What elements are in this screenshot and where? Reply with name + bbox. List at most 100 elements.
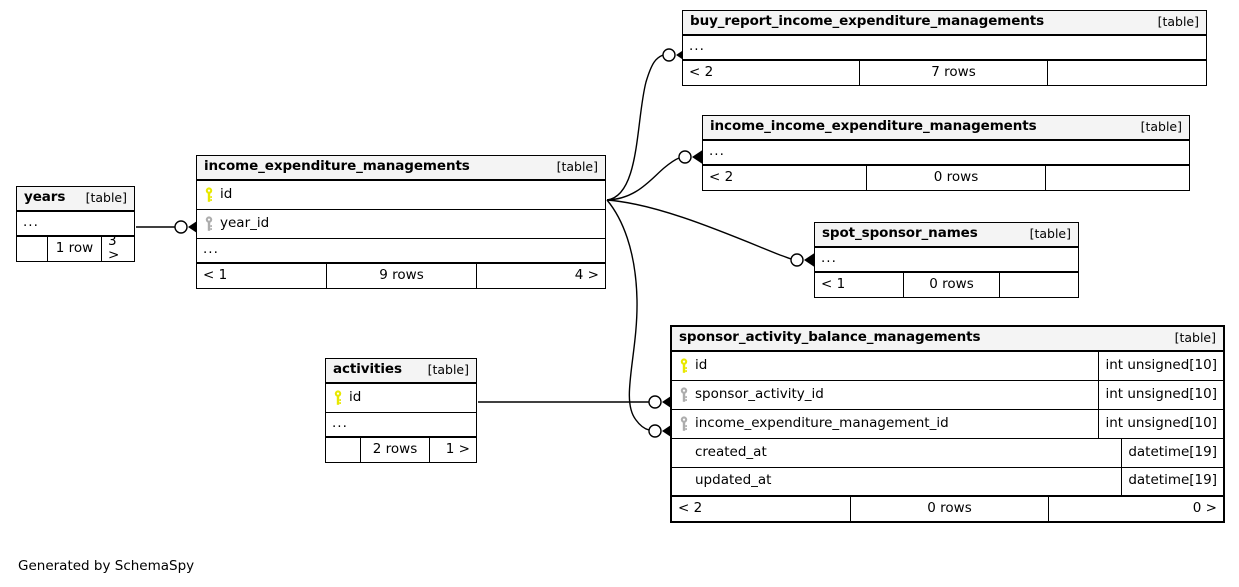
table-footer-buy_report_income_expenditure_managements: < 2 7 rows [683,60,1206,85]
footer-row-count: 9 rows [326,263,476,288]
footer-parents-count[interactable]: < 2 [678,499,703,516]
table-row[interactable]: sponsor_activity_id int unsigned[10] [672,380,1223,410]
table-node-buy_report_income_expenditure_managements[interactable]: buy_report_income_expenditure_management… [682,10,1207,86]
relationship-line [606,199,792,260]
table-header-buy_report_income_expenditure_managements[interactable]: buy_report_income_expenditure_management… [683,11,1206,36]
relationship-rel-iem-to-income-income[interactable] [606,149,704,201]
zero-or-more-circle-marker [678,150,692,164]
footer-children-count[interactable] [1047,60,1206,85]
column-type-cell: int unsigned[10] [1098,380,1223,409]
zero-or-more-circle-marker [648,424,662,438]
table-row[interactable]: id [197,181,605,210]
column-name-cell: year_id [197,215,605,232]
table-title: years [24,189,66,205]
table-header-activities[interactable]: activities [table] [326,359,476,384]
column-label: id [220,186,233,202]
foreign-key-icon [679,386,689,403]
table-type-tag: [table] [1174,329,1216,345]
primary-key-icon [679,357,689,374]
column-label: sponsor_activity_id [695,386,824,402]
table-type-tag: [table] [427,361,469,377]
relationship-rel-iem-to-buy-report[interactable] [606,47,688,201]
table-header-years[interactable]: years [table] [17,187,134,212]
foreign-key-icon [204,215,214,232]
table-type-tag: [table] [1140,118,1182,134]
column-name-cell: id [326,389,476,406]
footer-children-count[interactable]: 1 > [429,437,476,462]
no-key-spacer [679,445,689,461]
relationship-rel-iem-to-sponsor-activity-balance[interactable] [606,199,674,439]
table-header-spot_sponsor_names[interactable]: spot_sponsor_names[table] [815,223,1078,248]
table-node-spot_sponsor_names[interactable]: spot_sponsor_names[table]... < 1 0 rows [814,222,1079,298]
relationship-rel-activities-to-sponsor-activity-balance[interactable] [478,394,674,410]
no-key-spacer [679,473,689,489]
footer-row-count: 0 rows [866,165,1045,190]
table-type-tag: [table] [1157,13,1199,29]
more-columns-ellipsis: ... [815,248,1078,273]
table-type-tag: [table] [85,189,127,205]
footer-children-count[interactable] [999,272,1078,297]
table-row[interactable]: year_id [197,210,605,239]
column-label: income_expenditure_management_id [695,415,949,431]
footer-row-count: 2 rows [360,437,429,462]
more-columns-ellipsis: ... [703,141,1189,166]
table-title: buy_report_income_expenditure_management… [690,13,1045,29]
footer-parents-count[interactable]: < 1 [203,266,228,283]
zero-or-more-circle-marker [174,220,188,234]
relationship-line [606,157,680,201]
column-label: created_at [695,444,767,460]
more-columns-ellipsis: ... [683,36,1206,61]
column-type-cell: datetime[19] [1121,467,1223,495]
table-row[interactable]: id [326,384,476,413]
column-type-cell: datetime[19] [1121,438,1223,467]
column-name-cell: id [197,186,605,203]
footer-children-count[interactable] [1045,165,1189,190]
generated-by-note: Generated by SchemaSpy [18,558,195,574]
footer-parents-count[interactable] [17,237,47,261]
table-title: activities [333,361,402,377]
footer-parents-count[interactable] [326,438,360,462]
column-label: id [349,389,362,405]
table-node-sponsor_activity_balance_managements[interactable]: sponsor_activity_balance_managements [tab… [670,325,1225,523]
table-footer-income_income_expenditure_managements: < 2 0 rows [703,165,1189,190]
footer-parents-count[interactable]: < 2 [709,168,734,185]
table-node-income_expenditure_managements[interactable]: income_expenditure_managements[table]id y… [196,155,606,289]
table-title: sponsor_activity_balance_managements [679,329,981,345]
more-columns-ellipsis: ... [326,413,476,438]
footer-row-count: 7 rows [859,60,1047,85]
column-name-cell: sponsor_activity_id [672,386,1098,403]
table-header-income_income_expenditure_managements[interactable]: income_income_expenditure_managements[ta… [703,116,1189,141]
table-row[interactable]: income_expenditure_management_id int unsi… [672,409,1223,439]
footer-children-count[interactable]: 4 > [476,263,605,288]
more-columns-ellipsis: ... [17,212,134,237]
table-header-sponsor_activity_balance_managements[interactable]: sponsor_activity_balance_managements [tab… [672,327,1223,352]
primary-key-icon [204,186,214,203]
foreign-key-icon [679,415,689,432]
zero-or-more-circle-marker [648,395,662,409]
zero-or-more-circle-marker [790,253,804,267]
footer-parents-count[interactable]: < 1 [821,275,846,292]
table-row[interactable]: created_at datetime[19] [672,438,1223,468]
table-header-income_expenditure_managements[interactable]: income_expenditure_managements[table] [197,156,605,181]
footer-children-count[interactable]: 3 > [101,236,134,261]
footer-row-count: 0 rows [903,272,999,297]
relationship-rel-years-to-iem[interactable] [136,219,200,235]
column-type-cell: int unsigned[10] [1098,409,1223,438]
relationship-rel-iem-to-spot-sponsor[interactable] [606,199,816,268]
table-node-income_income_expenditure_managements[interactable]: income_income_expenditure_managements[ta… [702,115,1190,191]
column-type-cell: int unsigned[10] [1098,351,1223,380]
column-label: year_id [220,215,270,231]
table-footer-spot_sponsor_names: < 1 0 rows [815,272,1078,297]
footer-children-count[interactable]: 0 > [1048,496,1223,521]
column-name-cell: income_expenditure_management_id [672,415,1098,432]
footer-parents-count[interactable]: < 2 [689,63,714,80]
